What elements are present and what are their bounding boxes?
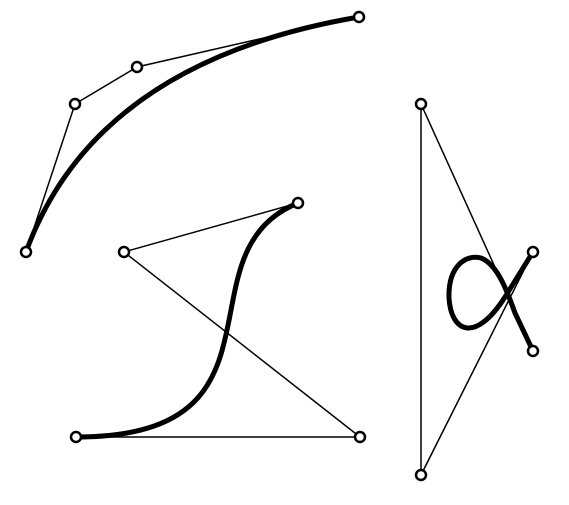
- control-point[interactable]: [526, 344, 540, 358]
- bezier-curve: [446, 249, 536, 354]
- loop-cubic-bezier-group: [414, 97, 540, 482]
- control-point[interactable]: [414, 97, 428, 111]
- control-point[interactable]: [68, 97, 82, 111]
- quartic-bezier-group: [19, 10, 366, 259]
- control-polygon: [420, 103, 534, 476]
- control-point[interactable]: [291, 196, 305, 210]
- bezier-curve: [23, 14, 362, 255]
- control-point[interactable]: [353, 430, 367, 444]
- bezier-curve: [73, 200, 301, 440]
- control-point[interactable]: [352, 10, 366, 24]
- control-point[interactable]: [69, 430, 83, 444]
- control-polygon: [76, 202, 363, 438]
- control-point[interactable]: [117, 245, 131, 259]
- s-cubic-bezier-group: [69, 196, 367, 444]
- control-point[interactable]: [19, 245, 33, 259]
- control-point[interactable]: [130, 60, 144, 74]
- control-point[interactable]: [414, 468, 428, 482]
- control-point[interactable]: [526, 245, 540, 259]
- control-polygon: [25, 16, 360, 253]
